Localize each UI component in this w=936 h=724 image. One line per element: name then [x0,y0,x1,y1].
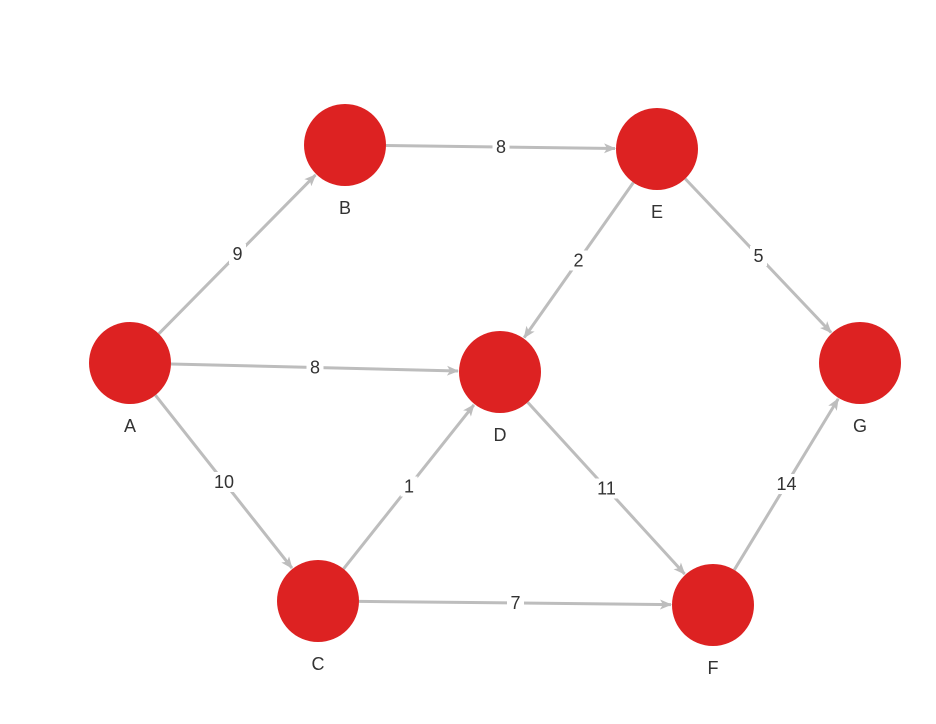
node-e[interactable]: E [616,108,698,222]
edge-weight-label-a-c: 10 [214,472,234,492]
node-a[interactable]: A [89,322,171,436]
node-f[interactable]: F [672,564,754,678]
node-g[interactable]: G [819,322,901,436]
node-circle[interactable] [616,108,698,190]
edge-label-background [492,137,510,157]
edge-label-background [507,593,524,613]
edge-weight-label-a-d: 8 [310,357,320,377]
edge-label-background [592,478,621,499]
node-label: G [853,416,867,436]
edge-label-background [306,357,324,378]
edge-label-background [210,472,238,492]
edge-label-background [570,250,587,271]
node-label: C [312,654,325,674]
edge-weight-label-e-g: 5 [753,246,763,266]
edge-weight-label-a-b: 9 [232,244,242,264]
node-label: D [494,425,507,445]
edge-weight-label-c-f: 7 [510,593,520,613]
node-circle[interactable] [819,322,901,404]
nodes-layer: A B C D E F G [89,104,901,678]
node-circle[interactable] [304,104,386,186]
edge-weight-label-c-d: 1 [404,476,414,496]
edge-weight-label-d-f: 11 [597,478,616,498]
node-label: E [651,202,663,222]
edge-label-background [750,246,767,266]
edge-weight-label-e-d: 2 [573,250,583,270]
node-b[interactable]: B [304,104,386,218]
edge-label-background [772,474,801,494]
node-label: F [708,658,719,678]
node-circle[interactable] [89,322,171,404]
node-circle[interactable] [277,560,359,642]
node-circle[interactable] [672,564,754,646]
node-circle[interactable] [459,331,541,413]
node-label: A [124,416,136,436]
edge-labels-layer: 9 8 10 8 1 7 2 5 11 14 [210,137,801,613]
node-label: B [339,198,351,218]
node-d[interactable]: D [459,331,541,445]
node-c[interactable]: C [277,560,359,674]
edge-label-background [400,476,418,497]
edge-label-background [229,244,246,264]
edge-weight-label-f-g: 14 [776,474,796,494]
edge-weight-label-b-e: 8 [496,137,506,157]
